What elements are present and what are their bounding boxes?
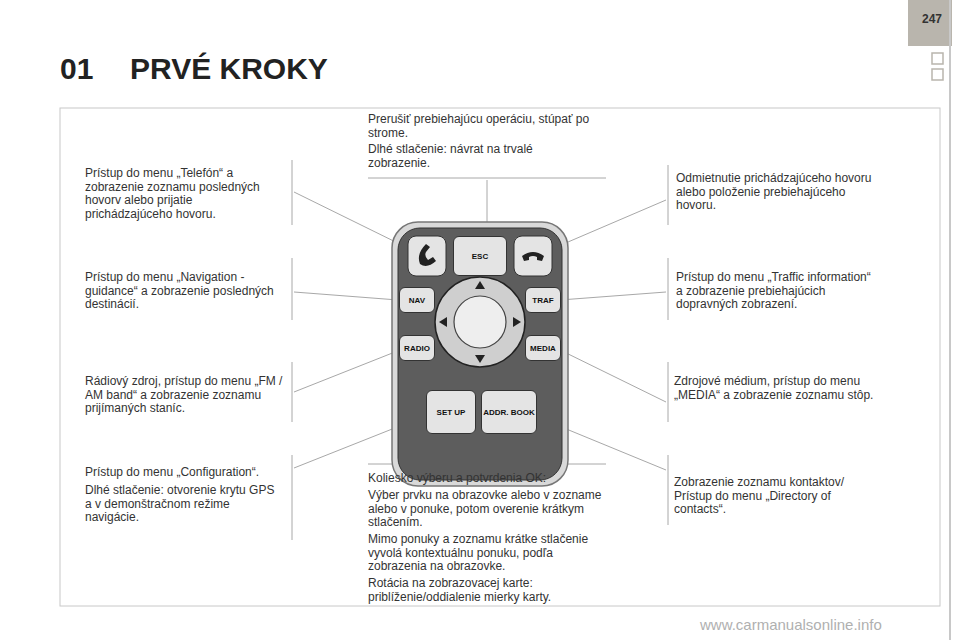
button-label: TRAF bbox=[532, 296, 553, 305]
callout-text: Rádiový zdroj, prístup do menu „FM / AM … bbox=[85, 375, 283, 416]
callout-text: Odmietnutie prichádzajúceho hovoru alebo… bbox=[676, 172, 876, 213]
button-label: RADIO bbox=[404, 344, 430, 353]
side-rule bbox=[949, 0, 951, 640]
tab-square bbox=[932, 53, 943, 64]
joystick-knob bbox=[454, 296, 506, 348]
button-label: SET UP bbox=[437, 408, 466, 417]
page-number: 247 bbox=[912, 13, 952, 27]
arrow-left bbox=[439, 317, 447, 327]
tab-square bbox=[932, 69, 943, 80]
callout-text: Zobrazenie zoznamu kontaktov/ Prístup do… bbox=[674, 476, 879, 517]
arrow-up bbox=[475, 281, 485, 289]
callout-text: Prístup do menu „Traffic information“ a … bbox=[676, 271, 876, 312]
phone-button bbox=[408, 236, 446, 276]
button-label: MEDIA bbox=[530, 344, 556, 353]
callout-text: Dlhé stlačenie: otvorenie krytu GPS a v … bbox=[85, 484, 283, 525]
callout-text: Prístup do menu „Navigation - guidance“ … bbox=[85, 271, 283, 312]
leader-lines bbox=[292, 160, 668, 540]
arrow-down bbox=[475, 355, 485, 363]
callout-text: Prístup do menu „Configuration“. bbox=[85, 466, 283, 480]
callout-text: Rotácia na zobrazovacej karte: priblížen… bbox=[368, 577, 608, 604]
control-panel bbox=[392, 222, 568, 486]
phone-hangup-icon bbox=[522, 252, 544, 261]
callout-text: Zdrojové médium, prístup do menu „MEDIA“… bbox=[674, 375, 874, 402]
arrow-right bbox=[513, 317, 521, 327]
page-frame bbox=[60, 108, 940, 606]
esc-button: ESC bbox=[453, 236, 507, 276]
page-title: PRVÉ KROKY bbox=[130, 52, 328, 86]
callout-text: Výber prvku na obrazovke alebo v zozname… bbox=[368, 489, 608, 530]
nav-button: NAV bbox=[399, 287, 435, 313]
addr-book-button: ADDR. BOOK bbox=[481, 390, 537, 434]
callout-text: Mimo ponuky a zoznamu krátke stlačenie v… bbox=[368, 533, 608, 574]
traf-button: TRAF bbox=[525, 287, 561, 313]
side-tab bbox=[908, 0, 952, 46]
phone-button bbox=[514, 236, 552, 276]
radio-button: RADIO bbox=[399, 335, 435, 361]
phone-accept-icon bbox=[419, 244, 436, 266]
joystick-ring bbox=[435, 277, 525, 367]
callout-text: Prerušiť prebiehajúcu operáciu, stúpať p… bbox=[368, 113, 603, 140]
chapter-number: 01 bbox=[60, 52, 120, 86]
watermark: www.carmanualsonline.info bbox=[700, 618, 950, 632]
button-label: ADDR. BOOK bbox=[483, 408, 535, 417]
callout-text: Koliesko výberu a potvrdenia OK: bbox=[368, 472, 608, 486]
button-label: ESC bbox=[472, 252, 488, 261]
callout-text: Prístup do menu „Telefón“ a zobrazenie z… bbox=[85, 167, 283, 221]
button-label: NAV bbox=[409, 296, 425, 305]
media-button: MEDIA bbox=[525, 335, 561, 361]
setup-button: SET UP bbox=[426, 390, 476, 434]
callout-text: Dlhé stlačenie: návrat na trvalé zobraze… bbox=[368, 143, 573, 170]
